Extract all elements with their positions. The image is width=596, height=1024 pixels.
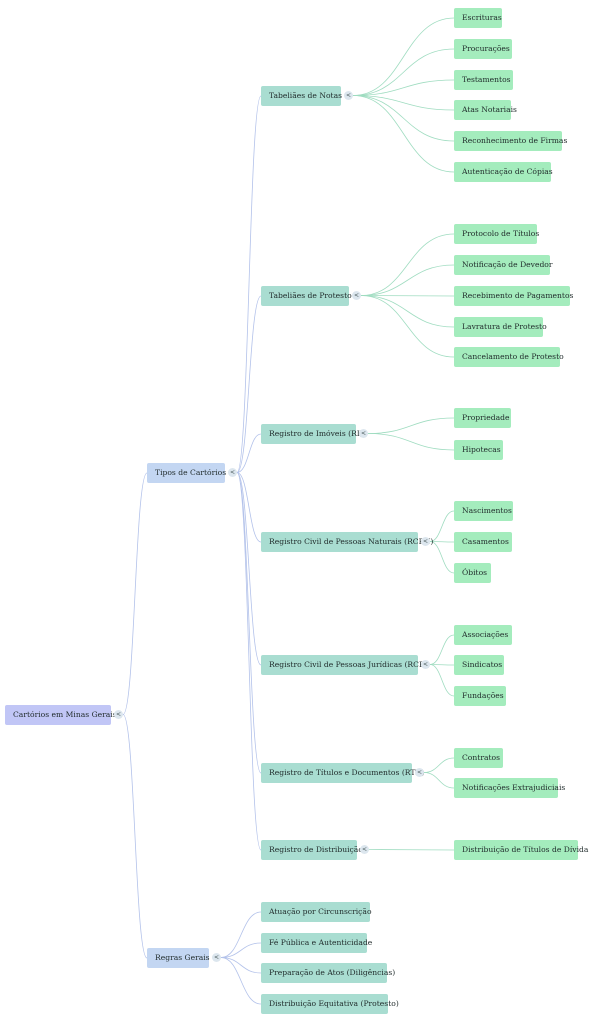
link-leaf-nascimentos (429, 510, 455, 542)
collapse-rtd-icon[interactable]: < (415, 768, 424, 777)
node-fe-publica[interactable]: Fé Pública e Autenticidade (261, 933, 372, 953)
link-leaf-recebimento-pagamentos (360, 295, 455, 297)
collapse-notas-icon[interactable]: < (344, 91, 353, 100)
node-atuacao-circunscricao[interactable]: Atuação por Circunscrição (261, 902, 372, 922)
leaf-notificacoes-extrajudiciais[interactable]: Notificações Extrajudiciais (454, 778, 565, 798)
link-leaf-protocolo-titulos (360, 233, 455, 296)
node-tabelioes-notas[interactable]: Tabeliães de Notas (261, 86, 342, 106)
node-distribuicao-equitativa[interactable]: Distribuição Equitativa (Protesto) (261, 994, 399, 1014)
link-leaf-contratos (423, 757, 455, 773)
link-node-tabelioes-notas (236, 95, 262, 473)
leaf-protocolo-titulos[interactable]: Protocolo de Títulos (454, 224, 539, 244)
collapse-protesto-icon[interactable]: < (352, 291, 361, 300)
link-leaf-hipotecas (367, 433, 455, 451)
link-node-regras-gerais (122, 714, 148, 959)
link-leaf-notificacoes-extrajudiciais (423, 772, 455, 789)
link-leaf-associacoes (429, 634, 455, 665)
leaf-testamentos[interactable]: Testamentos (454, 70, 513, 90)
link-node-tabelioes-protesto (236, 295, 262, 473)
leaf-atas-notariais[interactable]: Atas Notariais (454, 100, 517, 120)
leaf-reconhecimento-firmas[interactable]: Reconhecimento de Firmas (454, 131, 567, 151)
link-node-rtd (236, 472, 262, 774)
collapse-tipos-icon[interactable]: < (228, 468, 237, 477)
leaf-hipotecas[interactable]: Hipotecas (454, 440, 503, 460)
link-node-atuacao-circunscricao (220, 911, 262, 958)
link-node-rcpj (236, 472, 262, 666)
node-tabelioes-protesto[interactable]: Tabeliães de Protesto (261, 286, 352, 306)
leaf-contratos[interactable]: Contratos (454, 748, 503, 768)
collapse-regras-icon[interactable]: < (212, 953, 221, 962)
node-preparacao-atos[interactable]: Preparação de Atos (Diligências) (261, 963, 395, 983)
leaf-nascimentos[interactable]: Nascimentos (454, 501, 513, 521)
collapse-root-icon[interactable]: < (114, 710, 123, 719)
leaf-sindicatos[interactable]: Sindicatos (454, 655, 504, 675)
node-root[interactable]: Cartórios em Minas Gerais (5, 705, 117, 725)
link-leaf-testamentos (352, 79, 455, 96)
link-node-rcpn (236, 472, 262, 543)
link-leaf-atas-notariais (352, 95, 455, 111)
leaf-casamentos[interactable]: Casamentos (454, 532, 512, 552)
collapse-imoveis-icon[interactable]: < (359, 429, 368, 438)
link-node-fe-publica (220, 942, 262, 958)
node-regras-gerais[interactable]: Regras Gerais (147, 948, 210, 968)
node-rcpj[interactable]: Registro Civil de Pessoas Jurídicas (RCP… (261, 655, 430, 675)
link-node-distribuicao-equitativa (220, 957, 262, 1005)
link-leaf-lavratura-protesto (360, 295, 455, 328)
link-leaf-escrituras (352, 17, 455, 96)
leaf-fundacoes[interactable]: Fundações (454, 686, 506, 706)
leaf-autenticacao-copias[interactable]: Autenticação de Cópias (454, 162, 553, 182)
leaf-notificacao-devedor[interactable]: Notificação de Devedor (454, 255, 553, 275)
link-leaf-cancelamento-protesto (360, 295, 455, 358)
node-registro-distribuicao[interactable]: Registro de Distribuição (261, 840, 363, 860)
link-node-preparacao-atos (220, 957, 262, 974)
leaf-recebimento-pagamentos[interactable]: Recebimento de Pagamentos (454, 286, 573, 306)
node-rcpn[interactable]: Registro Civil de Pessoas Naturais (RCPN… (261, 532, 433, 552)
leaf-obitos[interactable]: Óbitos (454, 563, 491, 583)
leaf-propriedade[interactable]: Propriedade (454, 408, 511, 428)
leaf-lavratura-protesto[interactable]: Lavratura de Protesto (454, 317, 547, 337)
leaf-distribuicao-titulos-divida[interactable]: Distribuição de Títulos de Dívida (454, 840, 588, 860)
node-registro-imoveis[interactable]: Registro de Imóveis (RI) (261, 424, 363, 444)
link-leaf-procuracoes (352, 48, 455, 96)
link-leaf-autenticacao-copias (352, 95, 455, 173)
node-tipos-de-cartorios[interactable]: Tipos de Cartórios (147, 463, 226, 483)
link-node-registro-distribuicao (236, 472, 262, 851)
link-leaf-propriedade (367, 417, 455, 434)
leaf-escrituras[interactable]: Escrituras (454, 8, 502, 28)
link-node-registro-imoveis (236, 433, 262, 473)
link-leaf-reconhecimento-firmas (352, 95, 455, 142)
link-leaf-obitos (429, 541, 455, 574)
collapse-rcpn-icon[interactable]: < (421, 537, 430, 546)
link-node-tipos-de-cartorios (122, 472, 148, 715)
link-leaf-fundacoes (429, 664, 455, 697)
node-rtd[interactable]: Registro de Títulos e Documentos (RTD) (261, 763, 424, 783)
link-leaf-notificacao-devedor (360, 264, 455, 296)
link-leaf-sindicatos (429, 664, 455, 666)
leaf-cancelamento-protesto[interactable]: Cancelamento de Protesto (454, 347, 564, 367)
collapse-distribuicao-icon[interactable]: < (360, 845, 369, 854)
leaf-procuracoes[interactable]: Procurações (454, 39, 512, 59)
collapse-rcpj-icon[interactable]: < (421, 660, 430, 669)
link-leaf-casamentos (429, 541, 455, 543)
link-leaf-distribuicao-titulos-divida (368, 849, 455, 851)
leaf-associacoes[interactable]: Associações (454, 625, 512, 645)
